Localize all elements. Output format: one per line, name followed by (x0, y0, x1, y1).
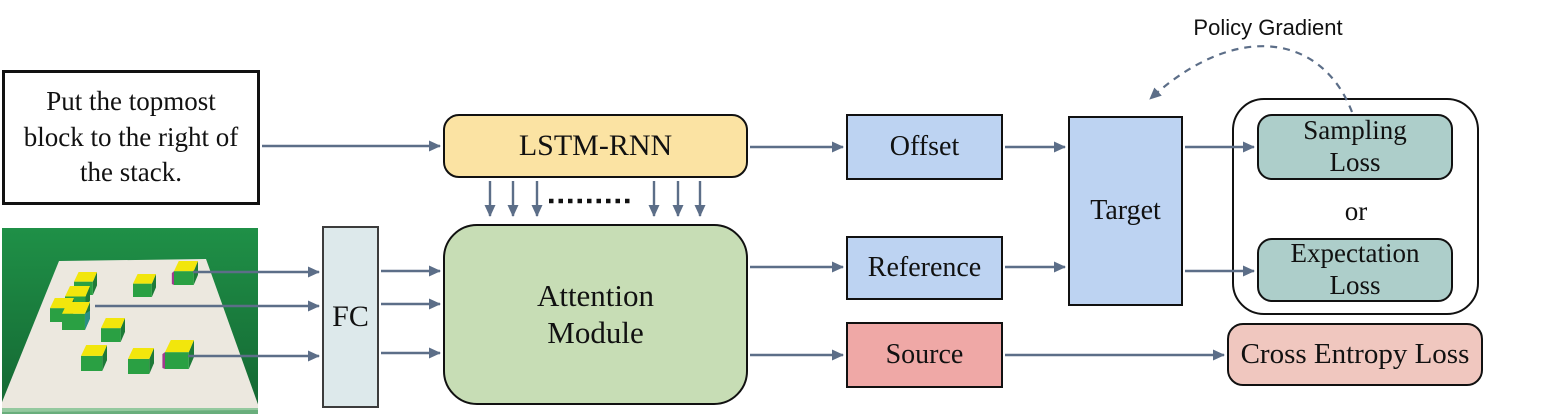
scene-cube-face (81, 345, 107, 356)
blocks-scene-image (2, 228, 258, 414)
scene-cube-face (120, 318, 125, 342)
scene-cube-face (65, 286, 90, 297)
scene-cube-face (62, 302, 90, 314)
scene-cube-face (151, 274, 156, 297)
node-offset-label: Offset (889, 131, 960, 163)
scene-cube-face (128, 358, 150, 374)
scene-cube-face (162, 352, 165, 369)
node-lstm-rnn: LSTM-RNN (443, 114, 748, 178)
scene-cube-face (81, 355, 103, 371)
scene-cube-face (174, 261, 198, 272)
scene-cube-face (74, 272, 97, 282)
scene-cube-face (101, 328, 121, 342)
node-target-label: Target (1090, 195, 1161, 227)
scene-cube-face (102, 345, 107, 371)
node-fc-label: FC (332, 300, 369, 334)
scene-cube-face (174, 271, 194, 285)
scene-cube-face (188, 340, 194, 369)
scene-cubes (50, 261, 198, 374)
node-cross-entropy-loss: Cross Entropy Loss (1227, 323, 1483, 386)
instruction-box: Put the topmost block to the right of th… (2, 70, 260, 205)
node-lstm-rnn-label: LSTM-RNN (518, 129, 673, 163)
scene-cube-face (133, 274, 156, 284)
scene-cube-face (133, 283, 152, 297)
scene-cube-face (149, 348, 154, 374)
node-sampling-loss: Sampling Loss (1257, 114, 1453, 180)
scene-cube-face (128, 348, 154, 359)
scene-cube-face (92, 272, 97, 295)
node-offset: Offset (846, 114, 1003, 180)
node-cross-entropy-loss-label: Cross Entropy Loss (1240, 338, 1470, 371)
node-attention-module-label: Attention Module (536, 277, 655, 350)
node-fc: FC (322, 226, 379, 408)
instruction-text: Put the topmost block to the right of th… (23, 86, 239, 188)
scene-cube-face (101, 318, 125, 329)
node-reference-label: Reference (867, 252, 982, 284)
policy-gradient-label: Policy Gradient (1193, 15, 1343, 41)
node-source: Source (846, 322, 1003, 388)
scene-cube-face (165, 340, 194, 353)
node-expectation-loss: Expectation Loss (1257, 238, 1453, 302)
node-target: Target (1068, 116, 1183, 306)
node-reference: Reference (846, 236, 1003, 300)
scene-table-glow (2, 408, 258, 414)
scene-cube-face (165, 352, 189, 369)
node-expectation-loss-label: Expectation Loss (1290, 238, 1420, 300)
node-sampling-loss-label: Sampling Loss (1303, 115, 1407, 177)
or-label: or (1344, 196, 1368, 227)
scene-cube-face (62, 313, 85, 330)
node-attention-module: Attention Module (443, 224, 748, 405)
node-source-label: Source (885, 339, 964, 371)
scene-cube-face (84, 310, 90, 330)
scene-cube-face (171, 271, 174, 285)
